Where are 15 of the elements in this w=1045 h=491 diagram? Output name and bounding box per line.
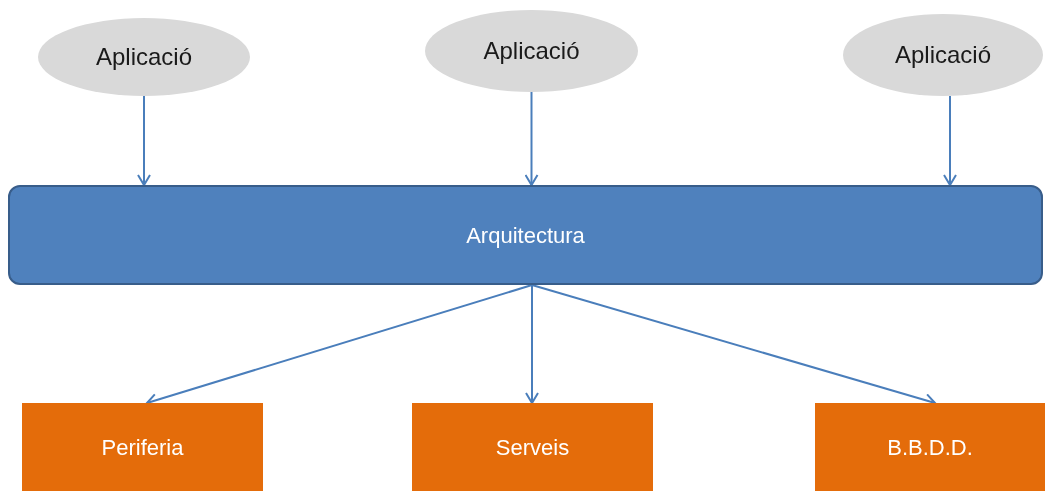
node-label: Serveis — [495, 433, 570, 462]
node-label: Aplicació — [894, 40, 991, 70]
node-label: Arquitectura — [466, 221, 585, 250]
arrow — [943, 95, 957, 186]
component-box — [412, 403, 653, 491]
architecture-bar — [8, 185, 1043, 285]
arrow — [137, 95, 151, 186]
node-label: Aplicació — [483, 36, 580, 66]
node-label: Aplicació — [95, 42, 192, 72]
node-label: B.B.D.D. — [887, 433, 973, 462]
component-box — [22, 403, 263, 491]
component-box — [815, 403, 1045, 491]
node-label: Periferia — [101, 433, 184, 462]
arrow — [525, 284, 539, 404]
arrow — [524, 91, 539, 186]
